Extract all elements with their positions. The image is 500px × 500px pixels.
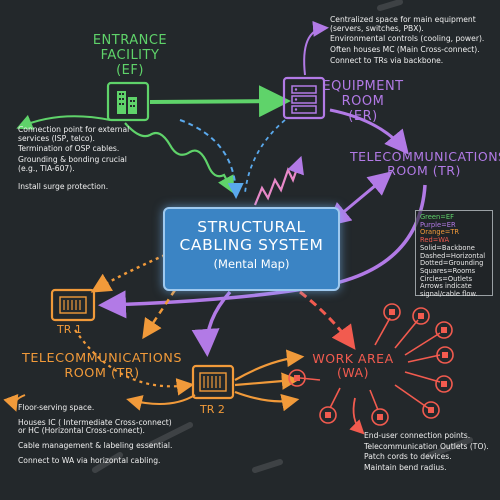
wa-note: End-user connection points. <box>364 431 471 440</box>
legend-line: Arrows indicate <box>420 282 472 291</box>
ef-note: services (ISP, telco). <box>18 133 95 143</box>
er-title-line2: ROOM <box>341 93 385 109</box>
tr-left-title: TELECOMMUNICATIONS ROOM (TR) <box>14 351 190 381</box>
legend: Green=EF Purple=ER Orange=TR Red=WA Soli… <box>415 210 493 299</box>
wa-outlet-links <box>299 317 441 411</box>
ef-note: (e.g., TIA-607). <box>18 163 75 173</box>
tr-note: Floor-serving space. <box>18 403 95 412</box>
central-topic-line2: CABLING SYSTEM <box>179 236 324 254</box>
wa-note: Patch cords to devices. <box>364 452 452 462</box>
er-note: Environmental controls (cooling, power). <box>330 34 485 44</box>
wa-notes-arrow <box>349 397 365 435</box>
wa-title-line1: WORK AREA <box>312 351 394 366</box>
er-notes: Centralized space for main equipment (se… <box>330 15 498 68</box>
ef-title: ENTRANCE FACILITY (EF) <box>88 33 172 79</box>
tr-left-notes: Floor-serving space. Houses IC ( Interme… <box>18 403 203 468</box>
er-abbr: (ER) <box>348 108 378 124</box>
legend-red: Red=WA <box>420 236 450 245</box>
tr1-to-tr2-dotted <box>74 329 195 396</box>
tr-left-title-line2: ROOM (TR) <box>64 365 140 381</box>
tr2-to-wa-arrow-3 <box>234 390 300 412</box>
patch-panel-icon <box>191 364 235 400</box>
er-note: Connect to TRs via backbone. <box>330 55 444 65</box>
legend-line: Squares=Rooms <box>420 266 476 275</box>
ef-note: Grounding & bonding crucial <box>18 155 127 165</box>
tr2-to-wa-arrow-2 <box>234 372 300 390</box>
legend-line: Circles=Outlets <box>420 274 473 283</box>
legend-green: Green=EF <box>420 213 454 221</box>
tr2-to-wa-arrow-1 <box>234 349 305 381</box>
tr-left-notes-arrow <box>3 393 26 412</box>
er-to-tr-right <box>329 108 409 155</box>
building-icon <box>106 81 150 122</box>
ef-note: Connection point for external <box>18 125 130 134</box>
wa-title: WORK AREA (WA) <box>303 351 403 381</box>
outlet-jacks <box>294 309 448 420</box>
ef-notes: Connection point for external services (… <box>18 125 168 193</box>
tr-note: Connect to WA via horizontal cabling. <box>18 455 161 465</box>
ef-title-line2: FACILITY <box>100 47 160 63</box>
wa-notes: End-user connection points. Telecommunic… <box>364 431 499 475</box>
ef-to-center-dashed <box>179 119 244 199</box>
tr2-notes-arrow <box>126 394 196 411</box>
er-note: (servers, switches, PBX). <box>330 23 424 33</box>
tr-left-title-line1: TELECOMMUNICATIONS <box>22 351 182 366</box>
legend-line: Solid=Backbone <box>420 243 475 252</box>
center-to-er-zigzag <box>253 155 304 206</box>
patch-panel-icon <box>50 288 96 322</box>
er-note: Often houses MC (Main Cross-connect). <box>330 45 480 55</box>
tr-right-title-line2: ROOM (TR) <box>387 163 461 179</box>
tr2-label: TR 2 <box>200 403 225 416</box>
tr-right-title-line1: TELECOMMUNICATIONS <box>350 149 500 164</box>
ef-to-er-line <box>149 85 291 118</box>
wa-note: Telecommunication Outlets (TO). <box>364 441 489 451</box>
ef-title-line1: ENTRANCE <box>92 33 168 48</box>
ef-notes-arrow <box>16 114 111 130</box>
central-topic-line3: (Mental Map) <box>213 257 290 271</box>
legend-line: Dotted=Grounding <box>420 259 484 268</box>
center-tr-right-link <box>326 171 393 227</box>
ef-note: Install surge protection. <box>18 181 109 191</box>
tr-right-title: TELECOMMUNICATIONS ROOM (TR) <box>350 149 500 179</box>
er-note: Centralized space for main equipment <box>330 15 476 24</box>
center-to-tr2-backbone <box>191 290 232 357</box>
center-to-tr-left-dashed <box>142 289 177 340</box>
wa-note: Maintain bend radius. <box>364 463 447 473</box>
tr1-label: TR 1 <box>57 323 82 336</box>
ef-note: Termination of OSP cables. <box>18 144 120 154</box>
er-notes-arrow <box>303 20 329 76</box>
outlet-circles <box>288 303 454 426</box>
er-title-line1: EQUIPMENT <box>322 79 404 94</box>
central-topic-line1: STRUCTURAL <box>197 218 306 236</box>
legend-orange: Orange=TR <box>420 228 460 237</box>
legend-purple: Purple=ER <box>420 220 456 229</box>
tr-note: Houses IC ( Intermediate Cross-connect) <box>18 417 172 427</box>
center-to-tr1-dotted <box>90 253 166 293</box>
tr-note: Cable management & labeling essential. <box>18 441 173 451</box>
ef-abbr: (EF) <box>116 62 144 78</box>
er-title: EQUIPMENT ROOM (ER) <box>320 79 406 125</box>
wa-title-line2: (WA) <box>337 365 369 381</box>
center-to-wa-dashed <box>299 290 356 350</box>
legend-line: signal/cable flow. <box>420 290 478 299</box>
legend-line: Dashed=Horizontal <box>420 251 486 260</box>
central-topic: STRUCTURAL CABLING SYSTEM (Mental Map) <box>163 207 340 291</box>
ef-to-center-wavy <box>124 122 235 194</box>
chalk-smudges <box>92 0 473 473</box>
server-rack-icon <box>282 76 326 120</box>
er-to-center-dashed <box>244 119 286 194</box>
tr-note: or HC (Horizontal Cross-connect). <box>18 426 145 436</box>
